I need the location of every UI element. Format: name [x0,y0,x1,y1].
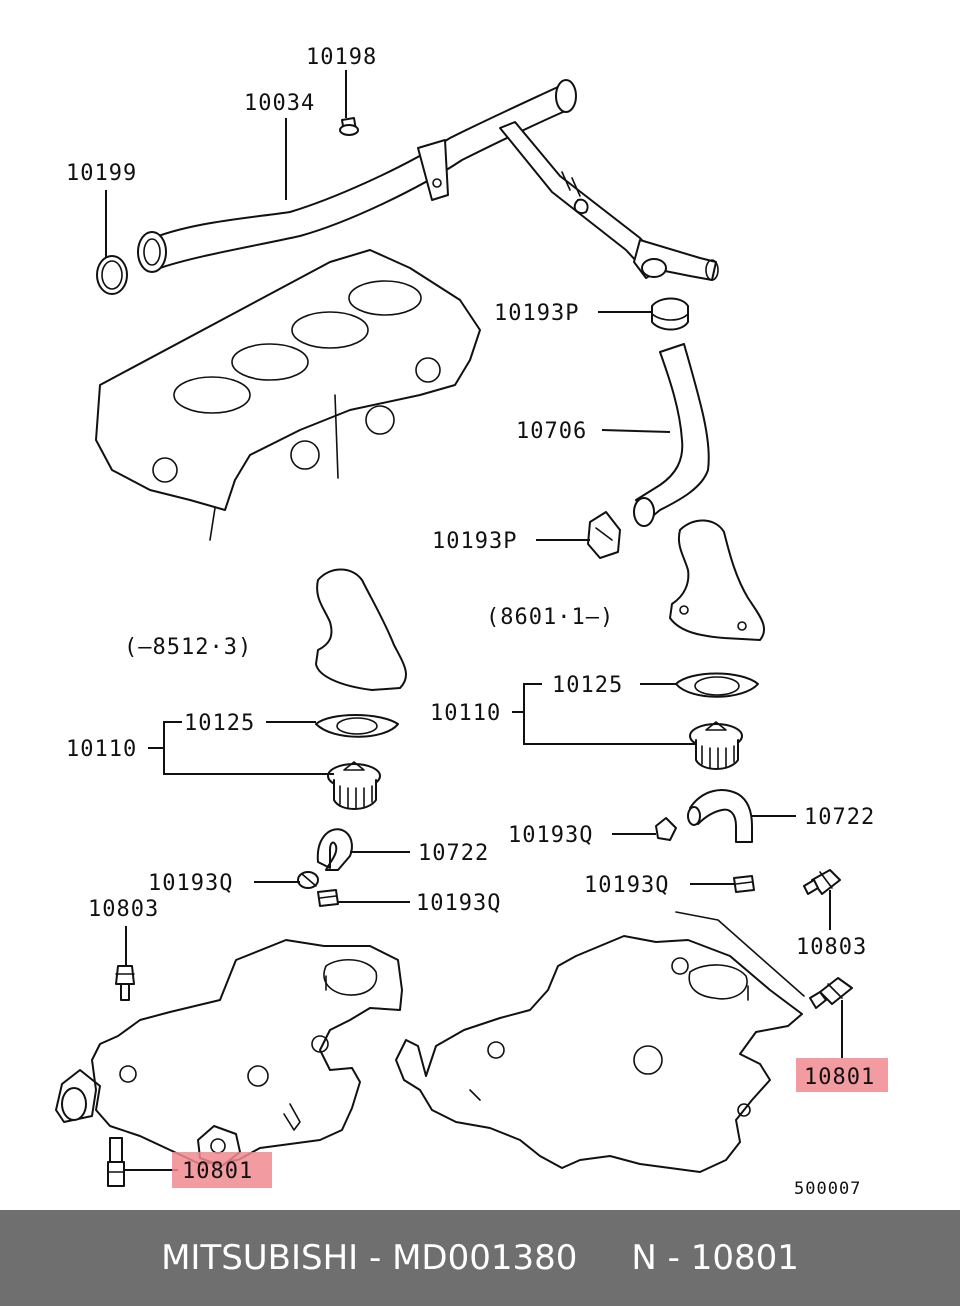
sensor-10803-right [803,869,841,895]
label-10199: 10199 [66,161,137,186]
part-labels: 10198 10034 10199 10193P 10706 10193P (8… [66,45,875,1199]
figure-code: 500007 [794,1179,861,1199]
intake-manifold-left [55,939,403,1167]
label-10803-left: 10803 [88,897,159,922]
water-inlet-late [669,519,766,641]
highlight-10801-right [796,1058,888,1092]
sensor-10801-right [809,977,853,1009]
water-inlet-early [315,568,408,691]
label-10034: 10034 [244,91,315,116]
hose-10722-right [687,789,753,843]
label-10801-right: 10801 [804,1065,875,1090]
gasket-10125-right [675,672,759,698]
label-10198: 10198 [306,45,377,70]
label-10193Q-a: 10193Q [508,823,593,848]
engine-block [95,249,481,541]
clamp-10193Q-b [297,871,319,889]
label-10125-left: 10125 [184,711,255,736]
parts-diagram: 10198 10034 10199 10193P 10706 10193P (8… [55,45,888,1199]
thermostat-10110-right [689,721,743,770]
label-10193Q-b: 10193Q [148,871,233,896]
clamp-10193Q-c [317,889,339,907]
label-date-late: (8601·1–) [486,605,614,630]
thermostat-10110-left [327,761,381,810]
o-ring-10199 [96,255,128,295]
label-10722-left: 10722 [418,841,489,866]
label-10722-right: 10722 [804,805,875,830]
bolt-10198 [339,117,359,136]
highlight-10801-left [172,1152,272,1188]
label-10110-right: 10110 [430,701,501,726]
label-10193P-lower: 10193P [432,529,517,554]
water-pipe [137,79,719,281]
label-10125-right: 10125 [552,673,623,698]
clamp-10193P-lower [587,511,621,559]
sensor-10801-left [107,1137,125,1187]
clamp-10193Q-d [733,875,755,893]
intake-manifold-right [395,911,805,1173]
label-date-early: (–8512·3) [124,635,252,660]
hose-10722-left [316,828,353,871]
label-10803-right: 10803 [796,935,867,960]
label-10193Q-d: 10193Q [584,873,669,898]
footer-bar: MITSUBISHI - MD001380 N - 10801 [0,1210,960,1306]
footer-part-number: MITSUBISHI - MD001380 N - 10801 [161,1238,799,1278]
label-10706: 10706 [516,419,587,444]
hose-10706 [633,343,710,527]
label-10193Q-c: 10193Q [416,891,501,916]
clamp-10193P-upper [651,297,689,331]
leader-lines [105,70,843,1171]
clamp-10193Q-a [655,817,677,841]
gasket-10125-left [315,714,399,738]
label-10801-left: 10801 [182,1159,253,1184]
label-10193P-upper: 10193P [494,301,579,326]
sensor-10803-left [115,965,135,1001]
label-10110-left: 10110 [66,737,137,762]
